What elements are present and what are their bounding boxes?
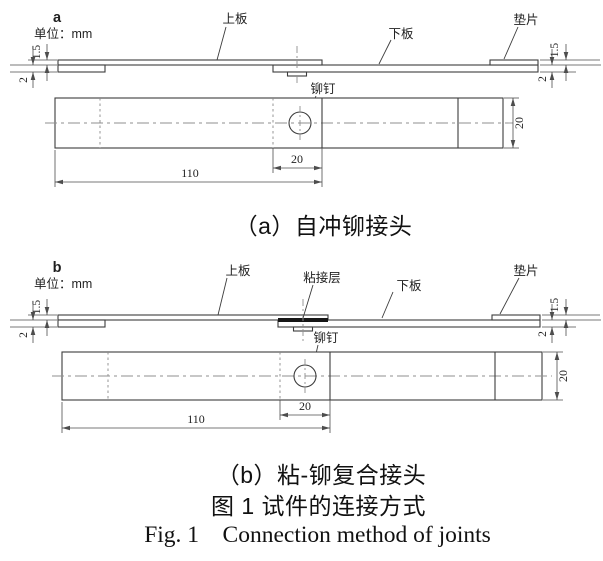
dimension-arrow: [322, 412, 330, 418]
rivet-label: 铆钉: [310, 81, 336, 96]
dimension-arrow: [563, 307, 569, 315]
shim-label: 垫片: [513, 12, 538, 27]
dimension-arrow: [44, 307, 50, 315]
caption-figure-title-zh: 图 1 试件的连接方式: [210, 493, 427, 519]
dimension-arrow: [510, 140, 516, 148]
dim-lower-thickness-right: 2: [537, 331, 549, 337]
dimension-arrow: [30, 72, 36, 80]
dimension-arrow: [314, 165, 322, 171]
dim-overlap: 20: [299, 399, 311, 413]
dimension-arrow: [554, 392, 560, 400]
left-shim-side: [57, 64, 106, 73]
dim-lower-thickness-left: 2: [18, 77, 30, 83]
dim-plate-length: 110: [181, 166, 199, 180]
upper-plate-label: 上板: [225, 264, 251, 278]
shim-leader: [503, 26, 519, 60]
dimension-arrow: [44, 320, 50, 328]
adhesive-layer-label: 粘接层: [303, 270, 341, 285]
subfigure-marker: a: [53, 10, 62, 26]
right-shim-side: [491, 314, 541, 321]
upper-plate-side: [57, 59, 323, 66]
dimension-arrow: [563, 320, 569, 328]
dim-upper-thickness-left: 1.5: [31, 300, 43, 315]
dimension-arrow: [30, 57, 36, 65]
unit-label: 单位：mm: [34, 276, 92, 291]
dim-specimen-width: 20: [556, 370, 570, 382]
dimension-arrow: [549, 327, 555, 335]
dimension-arrow: [510, 98, 516, 106]
dimension-arrow: [549, 72, 555, 80]
dimension-arrow: [55, 179, 63, 185]
dimension-arrow: [30, 327, 36, 335]
lower-plate-label: 下板: [388, 27, 414, 41]
right-shim-side: [489, 59, 539, 66]
caption-figure-title-en: Fig. 1 Connection method of joints: [144, 522, 491, 548]
dim-overlap: 20: [291, 152, 303, 166]
dimension-arrow: [44, 52, 50, 60]
lower-plate-side: [277, 319, 541, 328]
caption-subfigure-a: （a）自冲铆接头: [234, 213, 413, 239]
dim-lower-thickness-left: 2: [18, 332, 30, 338]
dimension-arrow: [563, 52, 569, 60]
lower-plate-side: [272, 64, 539, 73]
caption-subfigure-b: （b）粘-铆复合接头: [216, 462, 427, 488]
dimension-arrow: [314, 179, 322, 185]
dimension-arrow: [554, 352, 560, 360]
lower-plate-leader: [378, 39, 392, 65]
adhesive-layer-leader: [302, 284, 314, 319]
dimension-arrow: [549, 312, 555, 320]
shim-label: 垫片: [513, 263, 538, 278]
dimension-arrow: [44, 65, 50, 73]
upper-plate-leader: [217, 277, 228, 316]
dimension-arrow: [549, 57, 555, 65]
lower-plate-leader: [381, 291, 394, 319]
upper-plate-label: 上板: [222, 12, 248, 26]
shim-leader: [499, 277, 520, 315]
dimension-arrow: [280, 412, 288, 418]
dimension-arrow: [563, 65, 569, 73]
rivet-label: 铆钉: [313, 330, 339, 345]
dimension-arrow: [322, 425, 330, 431]
dim-upper-thickness-right: 1.5: [549, 298, 561, 313]
dim-specimen-width: 20: [512, 117, 526, 129]
dim-upper-thickness-right: 1.5: [549, 43, 561, 58]
dimension-arrow: [62, 425, 70, 431]
subfigure-marker: b: [53, 260, 62, 276]
dim-lower-thickness-right: 2: [537, 76, 549, 82]
lower-plate-label: 下板: [396, 279, 422, 293]
left-shim-side: [57, 319, 106, 328]
upper-plate-leader: [216, 26, 227, 61]
unit-label: 单位：mm: [34, 26, 92, 41]
dimension-arrow: [30, 312, 36, 320]
dim-plate-length: 110: [187, 412, 205, 426]
dimension-arrow: [273, 165, 281, 171]
upper-plate-side: [57, 314, 329, 321]
dim-upper-thickness-left: 1.5: [31, 45, 43, 60]
